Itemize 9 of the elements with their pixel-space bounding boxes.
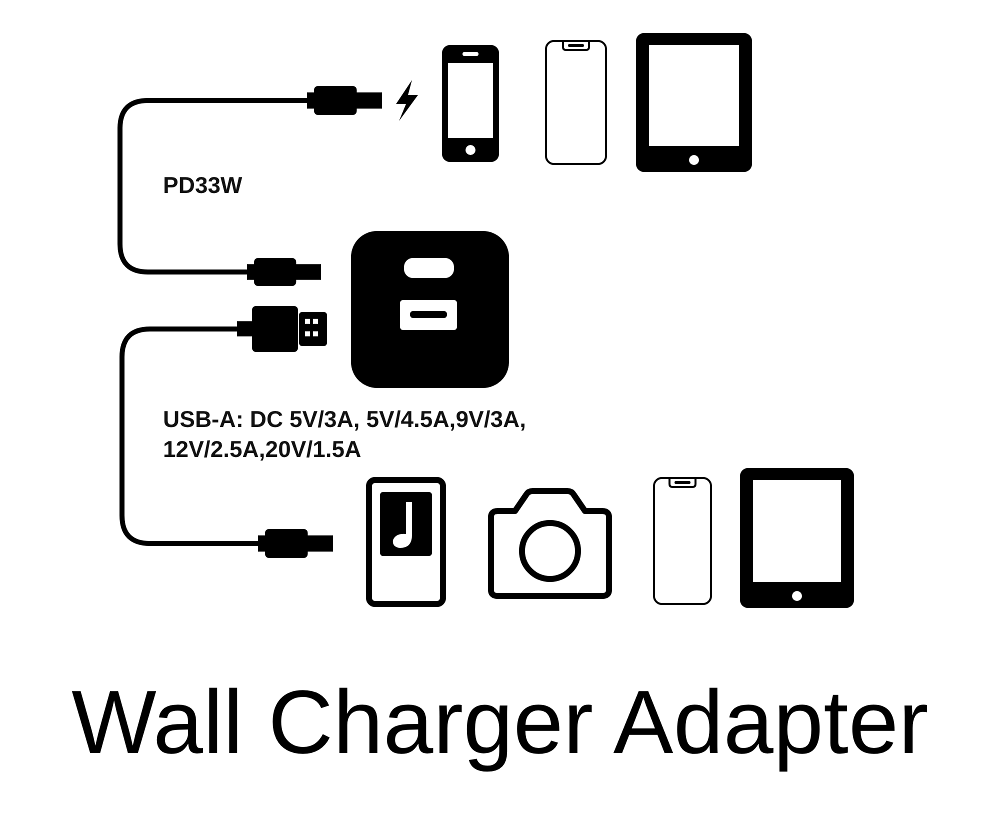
title: Wall Charger Adapter xyxy=(71,672,929,775)
cable xyxy=(118,98,307,274)
usb-c-plug-icon xyxy=(258,529,333,558)
usb-c-plug-icon xyxy=(307,86,382,115)
cable xyxy=(120,326,258,546)
spec-text: USB-A: DC 5V/3A, 5V/4.5A,9V/3A, 12V/2.5A,20V/1.5A xyxy=(163,405,528,464)
usb-c-plug-icon xyxy=(247,258,321,286)
usb-a-plug-icon xyxy=(237,306,327,352)
spec-text: PD33W xyxy=(163,171,244,200)
